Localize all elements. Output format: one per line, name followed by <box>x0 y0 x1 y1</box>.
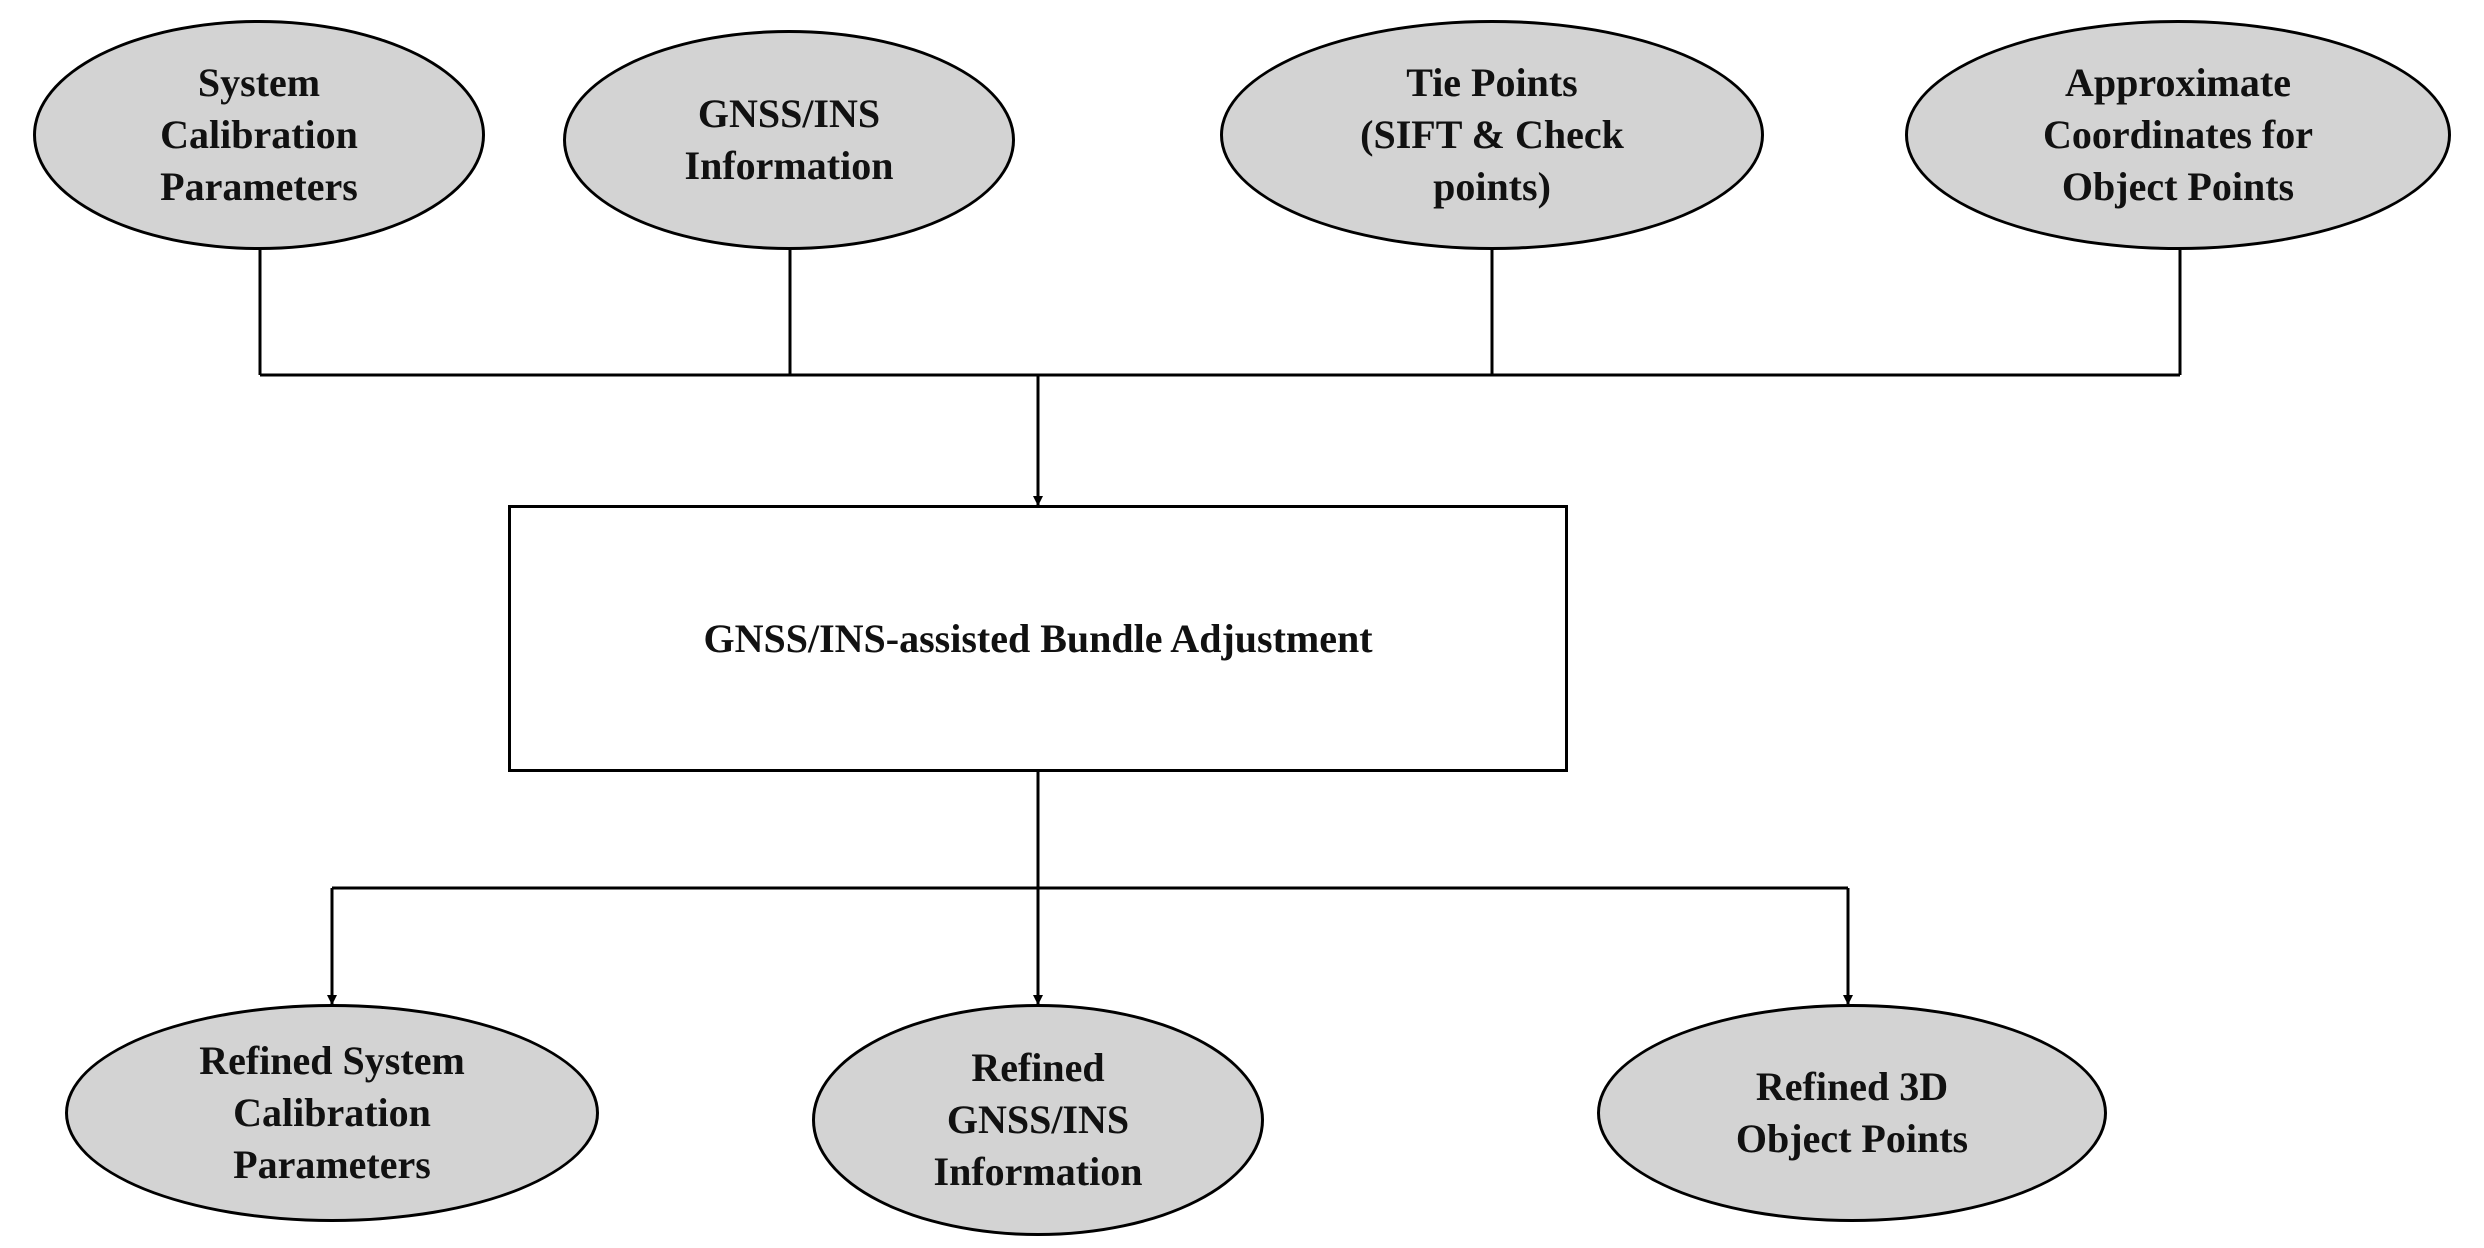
process-box-label: GNSS/INS-assisted Bundle Adjustment <box>703 616 1373 661</box>
input-node-system-calibration-parameters: System Calibration Parameters <box>33 20 485 250</box>
output-node-label: Refined System Calibration Parameters <box>199 1038 465 1187</box>
process-box-bundle-adjustment: GNSS/INS-assisted Bundle Adjustment <box>508 505 1568 772</box>
output-node-refined-system-calibration-parameters: Refined System Calibration Parameters <box>65 1004 599 1222</box>
input-node-label: Tie Points (SIFT & Check points) <box>1360 60 1624 209</box>
input-node-tie-points: Tie Points (SIFT & Check points) <box>1220 20 1764 250</box>
input-node-label: GNSS/INS Information <box>684 91 894 188</box>
input-node-label: System Calibration Parameters <box>160 60 358 209</box>
input-node-approximate-coordinates: Approximate Coordinates for Object Point… <box>1905 20 2451 250</box>
input-node-label: Approximate Coordinates for Object Point… <box>2043 60 2313 209</box>
output-node-refined-3d-object-points: Refined 3D Object Points <box>1597 1004 2107 1222</box>
input-node-gnss-ins-information: GNSS/INS Information <box>563 30 1015 250</box>
output-node-label: Refined 3D Object Points <box>1735 1064 1969 1161</box>
output-node-label: Refined GNSS/INS Information <box>933 1045 1143 1194</box>
output-node-refined-gnss-ins-information: Refined GNSS/INS Information <box>812 1004 1264 1236</box>
